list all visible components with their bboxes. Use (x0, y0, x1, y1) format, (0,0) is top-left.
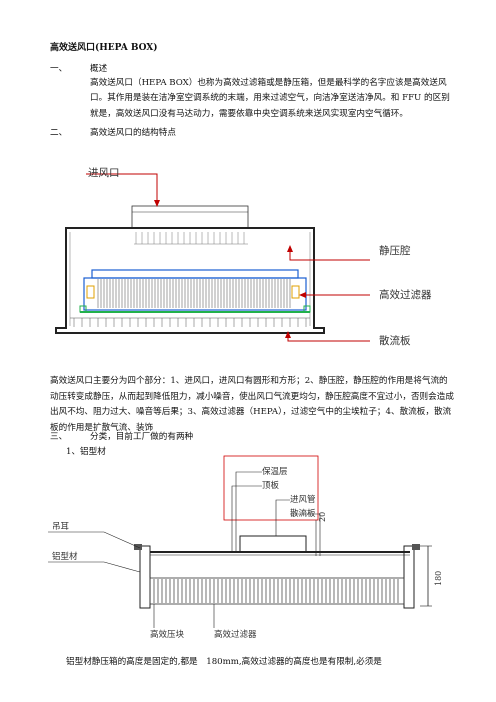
label-plenum: 静压腔 (379, 245, 411, 257)
footer-paragraph: 铝型材静压箱的高度是固定的,都是 180mm,高效过滤器的高度也是有限制,必须是 (66, 657, 382, 667)
right-clamp (291, 285, 300, 299)
label-press-block: 高效压块 (150, 630, 185, 640)
housing (55, 227, 325, 334)
filter-pleats-2 (153, 579, 399, 603)
label-aluminum-profile: 铝型材 (52, 552, 78, 562)
label-inlet: 进风口 (88, 167, 120, 179)
fig2-leaders (48, 471, 321, 628)
section-1-number: 一、 (50, 64, 68, 74)
doc-title: 高效送风口(HEPA BOX) (50, 43, 158, 53)
label-dim-20: 20 (318, 511, 327, 522)
right-lug (412, 544, 420, 550)
section-2-number: 二、 (50, 128, 68, 138)
highlight-frame (223, 455, 319, 521)
section-3-heading: 分类，目前工厂做的有两种 (90, 432, 194, 442)
section-2-heading: 高效送风口的结构特点 (90, 128, 176, 138)
structure-paragraph: 高效送风口主要分为四个部分：1、进风口，进风口有圆形和方形；2、静压腔，静压腔的… (50, 376, 454, 433)
label-dim-180: 180 (434, 570, 443, 586)
filter-pleats (97, 279, 291, 308)
label-lug: 吊耳 (52, 522, 70, 532)
left-profile (139, 545, 151, 609)
section-1-heading: 概述 (90, 64, 108, 74)
label-inlet-pipe: 进风管 (290, 495, 316, 505)
label-diffuser-2: 散流板 (290, 509, 316, 519)
left-clamp (86, 285, 95, 299)
filter-body (149, 577, 405, 605)
inlet-pipe (239, 535, 307, 553)
label-diffuser: 散流板 (379, 335, 411, 347)
label-top-plate: 顶板 (262, 481, 280, 491)
subsection-aluminum: 1、铝型材 (66, 447, 106, 457)
section-3-number: 三、 (50, 432, 68, 442)
label-insulation: 保温层 (262, 467, 288, 477)
intro-paragraph: 高效送风口（HEPA BOX）也称为高效过滤箱或是静压箱，但是最科学的名字应该是… (90, 78, 450, 119)
diffuser-hatch (70, 317, 310, 327)
right-profile (403, 545, 415, 609)
label-filter: 高效过滤器 (379, 289, 432, 301)
plenum-inlet-hatch (134, 232, 248, 245)
inlet-leader (86, 173, 158, 206)
label-filter-2: 高效过滤器 (214, 630, 257, 640)
